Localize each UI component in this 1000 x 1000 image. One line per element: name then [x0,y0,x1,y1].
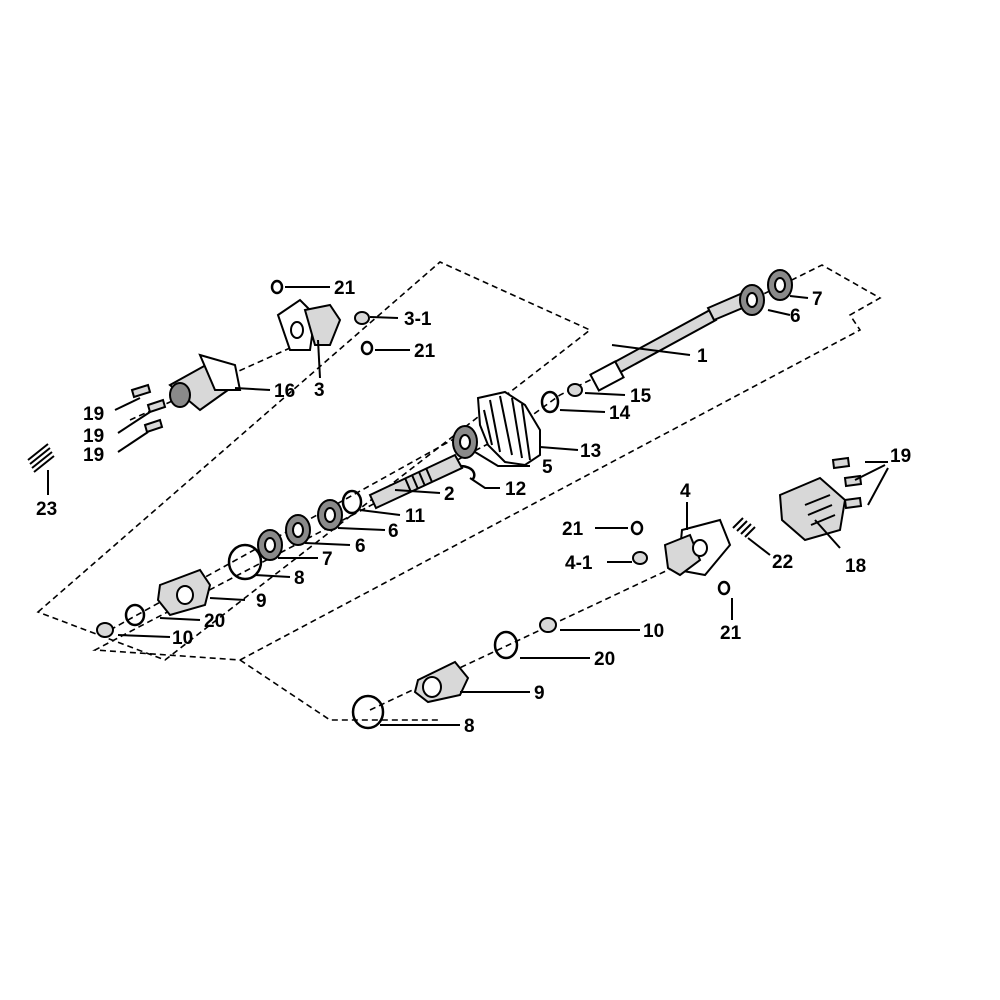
ring-part-8-lower [351,694,385,730]
callout-21-right-a: 21 [562,519,584,540]
callout-15: 15 [630,386,652,407]
callout-8-upper: 8 [294,568,305,589]
nut-part-3-1 [354,311,370,325]
callout-21-top-a: 21 [334,278,356,299]
yoke-part-9-upper [156,568,212,617]
callout-4: 4 [680,481,691,502]
oring-part-21-right-b [717,580,731,596]
yoke-part-9-lower [413,660,470,704]
shaft-part-1 [589,290,754,392]
nut-part-15 [567,383,583,397]
gear-part-13 [476,390,541,467]
callout-23: 23 [36,499,57,520]
leader-lines [47,286,889,726]
housing-part-16 [168,353,242,412]
callout-20-lower: 20 [594,649,615,670]
callout-3-1: 3-1 [404,309,432,330]
oring-part-21-top-a [270,279,284,295]
washer-part-20-upper [124,603,146,627]
callout-10-lower: 10 [643,621,664,642]
flange-part-4 [663,518,732,577]
callout-12: 12 [505,479,526,500]
cover-part-18 [778,476,847,542]
flange-part-3 [276,298,342,351]
callout-7-top: 7 [812,289,823,310]
oring-part-21-right-a [630,520,644,536]
callout-21-right-b: 21 [720,623,742,644]
ring-part-8-upper [227,543,263,581]
callout-10-upper: 10 [172,628,193,649]
callout-19-d: 19 [890,446,911,467]
pinion-shaft-part-2 [368,453,464,510]
callout-9-lower: 9 [534,683,545,704]
nut-part-10-lower [539,617,557,633]
group-boundary-left [36,261,592,661]
callout-6-mid: 6 [388,521,399,542]
callout-14: 14 [609,403,631,424]
callout-19-c: 19 [83,445,104,466]
spring-part-23 [27,443,55,473]
washer-part-20-lower [493,630,519,660]
callout-2: 2 [444,484,455,505]
callout-20-upper: 20 [204,611,225,632]
callout-3: 3 [314,380,325,401]
callout-22: 22 [772,552,793,573]
callout-11: 11 [405,506,426,527]
callout-19-a: 19 [83,404,104,425]
oring-part-21-top-b [360,340,374,356]
spring-part-22 [732,517,756,538]
callout-6-lower: 6 [355,536,366,557]
washer-part-11 [341,489,363,515]
washer-part-14 [540,390,560,414]
callout-4-1: 4-1 [565,553,593,574]
callout-21-top-b: 21 [414,341,436,362]
callout-16: 16 [274,381,295,402]
nut-part-4-1 [632,551,648,565]
callout-5: 5 [542,457,553,478]
callout-7-lower: 7 [322,549,333,570]
callout-1: 1 [697,346,708,367]
bolts-part-19-left [130,383,167,434]
callout-8-lower: 8 [464,716,475,737]
group-boundary-right-lower [239,659,440,721]
callout-9-upper: 9 [256,591,267,612]
callout-6-top: 6 [790,306,801,327]
callout-19-b: 19 [83,426,104,447]
group-boundary-right [92,264,882,661]
nut-part-10-upper [96,622,114,638]
callout-18: 18 [845,556,866,577]
callout-13: 13 [580,441,601,462]
